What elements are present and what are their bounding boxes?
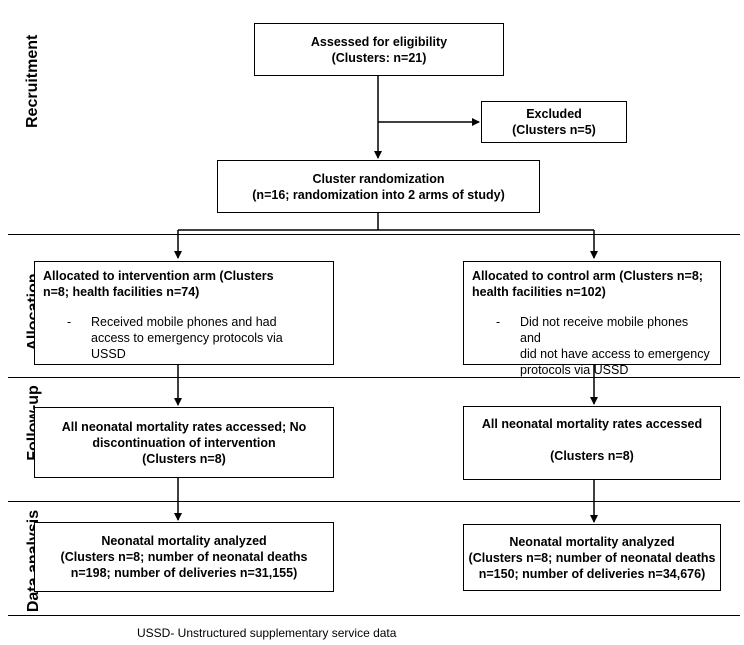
analysis-control-box: Neonatal mortality analyzed (Clusters n=…: [463, 524, 721, 591]
control-bullet: - Did not receive mobile phones and did …: [472, 314, 712, 378]
control-bullet-line2: did not have access to emergency: [520, 347, 710, 361]
control-bullet-dash: -: [496, 315, 501, 329]
intervention-title-line2: n=8; health facilities n=74): [43, 285, 200, 299]
cluster-randomization-box: Cluster randomization (n=16; randomizati…: [217, 160, 540, 213]
analysis-control-line2: (Clusters n=8; number of neonatal deaths: [468, 550, 716, 565]
control-bullet-line3: protocols via USSD: [520, 363, 629, 377]
analysis-intervention-line1: Neonatal mortality analyzed: [101, 534, 267, 548]
separator-bottom: [8, 615, 740, 616]
intervention-bullet-line1: Received mobile phones and had: [91, 315, 277, 329]
assessed-line2: (Clusters: n=21): [331, 50, 427, 65]
separator-recruitment-allocation: [8, 234, 740, 235]
analysis-intervention-line3: n=198; number of deliveries n=31,155): [70, 566, 298, 580]
assessed-line1: Assessed for eligibility: [310, 34, 448, 49]
separator-allocation-followup: [8, 377, 740, 378]
assessed-for-eligibility-box: Assessed for eligibility (Clusters: n=21…: [254, 23, 504, 76]
followup-intervention-box: All neonatal mortality rates accessed; N…: [34, 407, 334, 478]
control-arm-box: Allocated to control arm (Clusters n=8; …: [463, 261, 721, 377]
excluded-line1: Excluded: [526, 107, 582, 121]
excluded-line2: (Clusters n=5): [512, 123, 596, 137]
analysis-intervention-line2: (Clusters n=8; number of neonatal deaths: [60, 550, 308, 564]
intervention-title-line1: Allocated to intervention arm (Clusters: [43, 269, 274, 283]
randomization-line2: (n=16; randomization into 2 arms of stud…: [252, 187, 505, 202]
control-title-line2: health facilities n=102): [472, 285, 606, 299]
intervention-arm-box: Allocated to intervention arm (Clusters …: [34, 261, 334, 365]
intervention-bullet-line3: USSD: [91, 347, 126, 361]
followup-intervention-line2: discontinuation of intervention: [92, 435, 276, 450]
intervention-bullet-line2: access to emergency protocols via: [91, 331, 283, 345]
randomization-line1: Cluster randomization: [312, 171, 445, 186]
followup-intervention-line1: All neonatal mortality rates accessed; N…: [61, 419, 307, 434]
control-title-line1: Allocated to control arm (Clusters n=8;: [472, 269, 703, 283]
intervention-bullet: - Received mobile phones and had access …: [43, 314, 325, 362]
footnote: USSD- Unstructured supplementary service…: [137, 626, 397, 640]
followup-control-line1: All neonatal mortality rates accessed: [481, 417, 703, 431]
analysis-control-line3: n=150; number of deliveries n=34,676): [478, 566, 706, 581]
analysis-control-line1: Neonatal mortality analyzed: [509, 534, 675, 549]
control-bullet-line1: Did not receive mobile phones and: [520, 315, 689, 345]
followup-control-line2: (Clusters n=8): [550, 449, 634, 463]
excluded-box: Excluded (Clusters n=5): [481, 101, 627, 143]
analysis-intervention-box: Neonatal mortality analyzed (Clusters n=…: [34, 522, 334, 592]
followup-intervention-line3: (Clusters n=8): [142, 451, 226, 466]
separator-followup-analysis: [8, 501, 740, 502]
followup-control-box: All neonatal mortality rates accessed (C…: [463, 406, 721, 480]
intervention-bullet-dash: -: [67, 315, 72, 329]
